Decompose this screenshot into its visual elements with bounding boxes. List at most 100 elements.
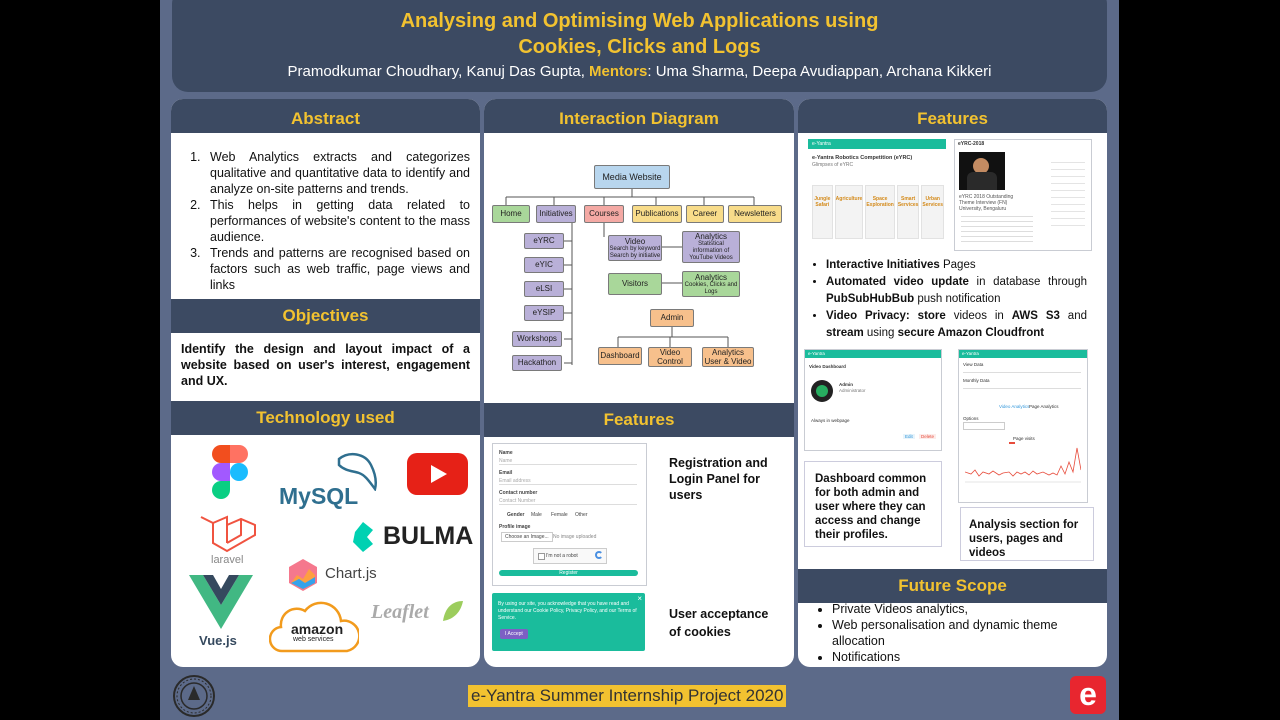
captcha-checkbox (538, 553, 545, 560)
amazon-sub-text: web services (293, 636, 334, 643)
bullet3-rest1: videos in (945, 310, 1012, 322)
dashboard-note: Dashboard common for both admin and user… (815, 473, 927, 541)
dolphin-icon (337, 452, 378, 491)
analysis-note-box: Analysis section for users, pages and vi… (960, 507, 1094, 561)
form-choose-file: Choose an Image... (501, 532, 553, 542)
node-video: Video Search by keyword Search by initia… (608, 235, 662, 261)
s4-filter2: Monthly Data (963, 378, 990, 383)
node-eyrc: eYRC (524, 233, 564, 249)
youtube-logo (407, 453, 468, 495)
s3-name: Admin (839, 382, 853, 387)
s4-line-chart (965, 442, 1081, 483)
objectives-heading: Objectives (171, 299, 480, 333)
s1-cards: Jungle Safari Agriculture Space Explorat… (812, 185, 944, 239)
s3-header: e-Yantra (805, 350, 941, 358)
node-analytics3-sub: User & Video (704, 357, 752, 366)
node-media-website: Media Website (594, 165, 670, 189)
leaflet-text: Leaflet (371, 601, 429, 623)
s4-chart-title: Page visits (1013, 436, 1035, 441)
form-no-image: No image uploaded (553, 534, 597, 540)
s2-video-thumbnail (959, 152, 1005, 190)
abstract-item: Web Analytics extracts and categorizes q… (204, 149, 470, 197)
node-eysip: eYSIP (524, 305, 564, 321)
captcha-label: I'm not a robot (546, 553, 578, 559)
laravel-text: laravel (211, 554, 244, 566)
node-video-sub: Search by keyword Search by initiative (609, 245, 661, 259)
node-video-control: Video Control (648, 347, 692, 367)
node-courses: Courses (584, 205, 624, 223)
registration-form-screenshot: Name Name Email Email address Contact nu… (492, 443, 647, 586)
s3-delete-button: Delete (919, 434, 937, 439)
bullet3-rest2: and (1059, 310, 1087, 322)
bullet2-bold2: PubSubHubBub (826, 293, 915, 305)
form-gender-other: Other (575, 512, 588, 518)
interaction-diagram-heading: Interaction Diagram (484, 99, 794, 133)
node-eyic: eYIC (524, 257, 564, 273)
future-scope-heading: Future Scope (798, 569, 1107, 603)
cookie-accept-button: I Accept (500, 629, 528, 639)
vue-text: Vue.js (199, 633, 237, 648)
s4-option-select (963, 422, 1005, 430)
mentor-names: : Uma Sharma, Deepa Avudiappan, Archana … (647, 63, 992, 80)
node-analytics1-title: Analytics (694, 232, 727, 242)
s3-line: Always in webpage (811, 418, 850, 423)
s2-sidebar-list (1051, 156, 1085, 226)
node-video-title: Video (624, 236, 646, 246)
footer-title: e-Yantra Summer Internship Project 2020 (468, 685, 787, 707)
node-publications: Publications (632, 205, 682, 223)
cookie-note: User acceptance of cookies (669, 607, 769, 639)
s2-caption: eYRC 2018 Outstanding Theme Interview (F… (959, 194, 1014, 212)
form-contact-input: Contact Number (499, 498, 637, 505)
future-item: Web personalisation and dynamic theme al… (832, 617, 1107, 649)
form-profile-label: Profile image (499, 524, 531, 530)
leaflet-logo: Leaflet (371, 599, 471, 629)
s1-card: Jungle Safari (812, 185, 833, 239)
s1-card: Smart Services (896, 185, 920, 239)
node-analytics-user-video: Analytics User & Video (702, 347, 754, 367)
feature-bullet: Interactive Initiatives Pages (826, 257, 1087, 274)
chartjs-text: Chart.js (325, 565, 377, 582)
s4-tab1: Video Analytics (999, 404, 1030, 409)
s1-card: Space Exploration (865, 185, 895, 239)
middle-column: Interaction Diagram (484, 99, 794, 667)
s2-header: eYRC-2018 (955, 140, 1091, 149)
bullet3-rest3: using (863, 327, 898, 339)
node-career: Career (686, 205, 724, 223)
node-analytics2-sub: Cookies, Clicks and Logs (684, 281, 738, 295)
node-video-control-sub: Control (657, 357, 683, 366)
node-analytics1-sub: Statistical information of YouTube Video… (689, 241, 733, 262)
s1-header: e-Yantra (808, 139, 946, 149)
recaptcha-icon (595, 551, 603, 559)
node-newsletters: Newsletters (728, 205, 782, 223)
bullet3-bold4: secure Amazon Cloudfront (897, 327, 1045, 339)
right-column: Features e-Yantra e-Yantra Robotics Comp… (798, 99, 1107, 667)
objectives-text: Identify the design and layout impact of… (181, 342, 470, 388)
node-home: Home (492, 205, 530, 223)
node-analytics3-title: Analytics (711, 347, 744, 357)
s3-role: Administrator (839, 388, 866, 393)
eyantra-logo: e (1070, 676, 1106, 714)
s4-header: e-Yantra (959, 350, 1087, 358)
left-column: Abstract Web Analytics extracts and cate… (171, 99, 480, 667)
amazon-text: amazon (291, 621, 344, 637)
vue-logo: Vue.js (189, 575, 255, 649)
future-scope-list: Private Videos analytics, Web personalis… (798, 601, 1107, 665)
technology-heading: Technology used (171, 401, 480, 435)
bullet2-rest1: in database through (968, 276, 1087, 288)
technology-logos: MySQL laravel BULMA (171, 435, 480, 667)
bulma-icon (353, 522, 373, 552)
title-card: Analysing and Optimising Web Application… (172, 0, 1107, 92)
form-gender-female: Female (551, 512, 568, 518)
features-bullets: Interactive Initiatives Pages Automated … (798, 257, 1107, 342)
analysis-screenshot: e-Yantra View Data Monthly Data Video An… (958, 349, 1088, 503)
bulma-logo: BULMA (353, 521, 473, 553)
title-line-1: Analysing and Optimising Web Application… (400, 10, 879, 32)
bullet3-bold3: stream (826, 327, 864, 339)
play-icon (431, 465, 447, 483)
s1-title: e-Yantra Robotics Competition (eYRC) (812, 155, 913, 161)
bullet1-bold: Interactive Initiatives (826, 259, 940, 271)
s1-sub: Glimpses of eYRC (812, 162, 854, 168)
node-analytics-youtube: Analytics Statistical information of You… (682, 231, 740, 263)
features-middle-content: Name Name Email Email address Contact nu… (484, 437, 794, 667)
future-item: Private Videos analytics, (832, 601, 1107, 617)
